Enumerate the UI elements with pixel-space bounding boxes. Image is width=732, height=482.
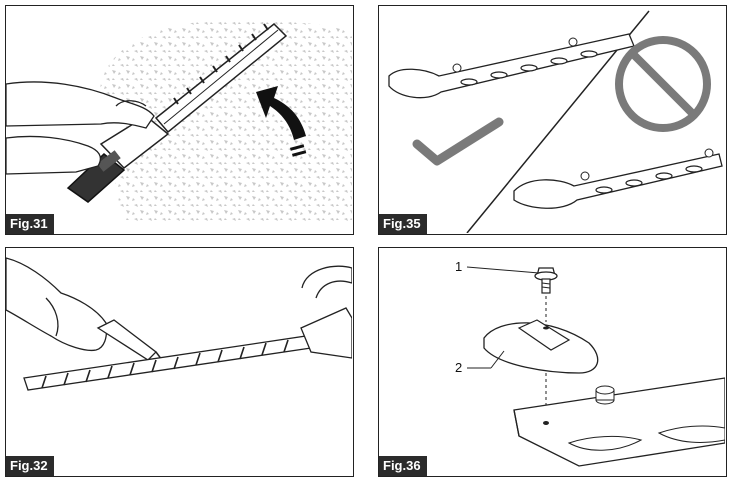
hedge-foliage-icon — [100, 19, 352, 225]
blade-cover-installation-illustration — [466, 266, 725, 467]
hedge-trimmer-icon — [66, 22, 288, 203]
hand-icon — [6, 257, 108, 352]
hedge-trimming-illustration — [6, 19, 352, 225]
figure-label: Fig.31 — [6, 214, 54, 234]
arrow-icon — [256, 86, 307, 157]
figure-label: Fig.35 — [379, 214, 427, 234]
hedge-trimmer-icon — [23, 265, 352, 391]
blade-icon-upside-down — [513, 148, 723, 209]
blade-cover-plate-icon — [483, 319, 599, 374]
check-icon — [412, 117, 504, 166]
figure-32: Fig.32 — [5, 247, 354, 477]
figure-label: Fig.32 — [6, 456, 54, 476]
bolt-icon — [534, 267, 558, 294]
callout-1: 1 — [455, 259, 463, 274]
blade-cover-orientation-illustration — [388, 10, 723, 233]
blade-icon — [388, 33, 635, 99]
blade-lubrication-illustration — [6, 257, 352, 391]
figure-31: Fig.31 — [5, 5, 354, 235]
prohibited-icon — [615, 36, 711, 132]
callout-2: 2 — [455, 360, 463, 375]
figure-36: 1 2 Fig.36 — [378, 247, 727, 477]
figure-35: Fig.35 — [378, 5, 727, 235]
hands-icon — [6, 81, 155, 175]
blade-icon — [513, 377, 725, 467]
figure-label: Fig.36 — [379, 456, 427, 476]
